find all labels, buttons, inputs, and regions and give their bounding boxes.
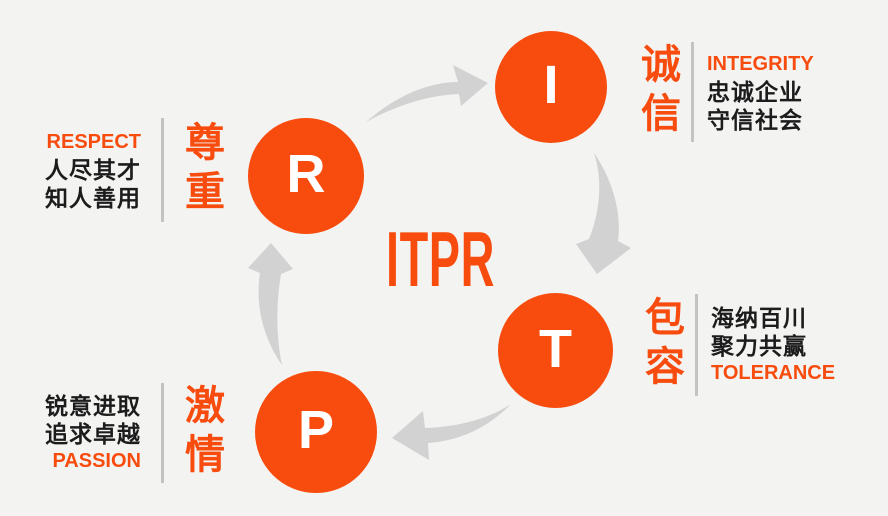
desc-line: 聚力共赢	[711, 332, 807, 359]
zh-label-passion: 激情	[179, 384, 223, 482]
desc-line: 追求卓越	[45, 420, 141, 447]
node-letter-integrity: I	[543, 55, 559, 115]
desc-block-integrity: INTEGRITY 忠诚企业 守信社会	[707, 51, 814, 134]
desc-block-passion: 锐意进取 追求卓越 PASSION	[45, 392, 141, 475]
desc-line: 人尽其才	[45, 156, 141, 183]
desc-block-respect: RESPECT 人尽其才 知人善用	[45, 129, 141, 212]
label-group-integrity: 诚信 INTEGRITY 忠诚企业 守信社会	[634, 42, 814, 142]
arrow-passion-to-respect-icon	[248, 243, 293, 365]
zh-label-respect: 尊重	[179, 121, 223, 219]
node-circle-integrity: I	[495, 31, 607, 143]
label-group-passion: 锐意进取 追求卓越 PASSION 激情	[45, 383, 224, 483]
desc-line: 锐意进取	[45, 392, 141, 419]
zh-label-integrity: 诚信	[635, 43, 679, 141]
node-letter-passion: P	[297, 400, 335, 460]
desc-line: 知人善用	[45, 184, 141, 211]
divider-tolerance	[695, 294, 698, 396]
en-label-integrity: INTEGRITY	[707, 52, 814, 75]
desc-line: 守信社会	[707, 106, 803, 133]
label-group-tolerance: 包容 海纳百川 聚力共赢 TOLERANCE	[638, 294, 835, 396]
desc-block-tolerance: 海纳百川 聚力共赢 TOLERANCE	[711, 304, 835, 387]
arrow-integrity-to-tolerance-icon	[576, 153, 631, 274]
zh-label-tolerance: 包容	[639, 296, 683, 394]
node-letter-tolerance: T	[539, 318, 572, 379]
divider-integrity	[691, 42, 694, 142]
label-group-respect: RESPECT 人尽其才 知人善用 尊重	[45, 118, 224, 222]
node-circle-tolerance: T	[498, 293, 613, 408]
node-circle-respect: R	[248, 118, 364, 234]
arrow-tolerance-to-passion-icon	[392, 404, 511, 460]
divider-respect	[161, 118, 164, 222]
en-label-respect: RESPECT	[46, 130, 141, 153]
node-letter-respect: R	[286, 144, 326, 204]
desc-line: 海纳百川	[711, 304, 807, 331]
node-circle-passion: P	[255, 371, 377, 493]
en-label-tolerance: TOLERANCE	[711, 361, 836, 384]
desc-line: 忠诚企业	[707, 78, 803, 105]
arrow-respect-to-integrity-icon	[366, 65, 488, 122]
en-label-passion: PASSION	[52, 449, 141, 472]
divider-passion	[161, 383, 164, 483]
center-title: ITPR	[386, 215, 496, 303]
